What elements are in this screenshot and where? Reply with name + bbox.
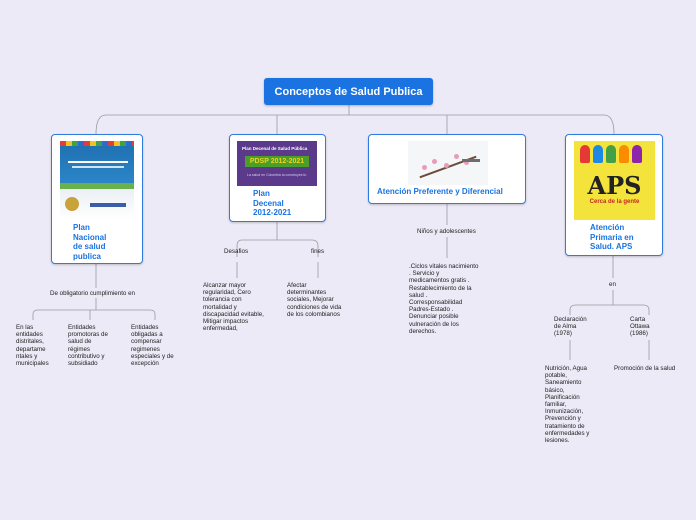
connector-label-obligatorio: De obligatorio cumplimiento en	[50, 290, 135, 297]
atencion-preferente-label: Atención Preferente y Diferencial	[377, 187, 503, 196]
plan-decenal-cover-image: Plan Decenal de Salud Pública PDSP 2012-…	[237, 141, 317, 186]
atencion-preferente-image	[408, 141, 488, 185]
aps-logo-image: APS Cerca de la gente	[574, 141, 655, 220]
central-topic[interactable]: Conceptos de Salud Publica	[264, 78, 433, 105]
topic-plan-decenal[interactable]: Plan Decenal de Salud Pública PDSP 2012-…	[229, 134, 326, 222]
topic-atencion-preferente[interactable]: Atención Preferente y Diferencial	[368, 134, 526, 204]
label-fines: fines	[311, 248, 325, 255]
connector-label-en: en	[609, 281, 616, 288]
label-ninos-adolescentes: Niños y adolescentes	[417, 228, 476, 235]
plan-nacional-cover-image	[60, 141, 134, 220]
central-topic-label: Conceptos de Salud Publica	[274, 85, 423, 98]
leaf-ottawa-detalle: Promoción de la salud	[614, 365, 676, 372]
label-desafios: Desafios	[224, 248, 249, 255]
